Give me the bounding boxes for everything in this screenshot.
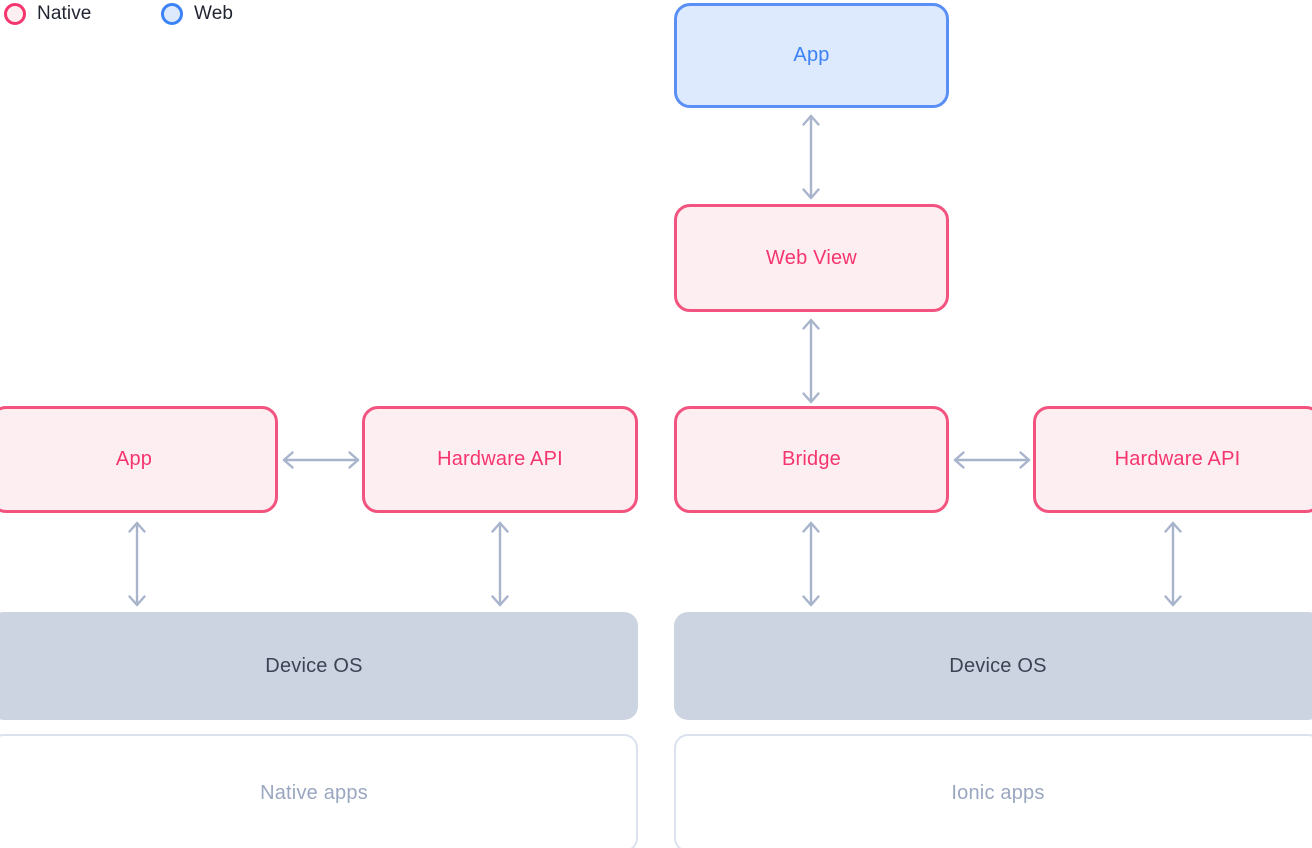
bridge-box: Bridge [674, 406, 949, 513]
native-hardware-api-box: Hardware API [362, 406, 638, 513]
connector-app-to-webview [797, 112, 825, 202]
native-app-box: App [0, 406, 278, 513]
ionic-hardware-api-label: Hardware API [1114, 448, 1241, 470]
native-hardware-api-label: Hardware API [437, 448, 563, 470]
web-view-label: Web View [766, 246, 857, 269]
ionic-device-os-box: Device OS [674, 612, 1312, 720]
ionic-apps-caption-label: Ionic apps [951, 781, 1045, 804]
legend-label-native: Native [37, 3, 92, 24]
native-app-label: App [115, 448, 153, 470]
connector-bridge-to-hardware-api [951, 446, 1033, 474]
connector-native-app-to-hardware-api [280, 446, 362, 474]
native-device-os-label: Device OS [265, 654, 363, 677]
ionic-app-label: App [793, 44, 830, 66]
ionic-app-box: App [674, 3, 949, 108]
ionic-hardware-api-box: Hardware API [1033, 406, 1312, 513]
connector-webview-to-bridge [797, 316, 825, 406]
native-device-os-box: Device OS [0, 612, 638, 720]
ionic-apps-caption-box: Ionic apps [674, 734, 1312, 848]
native-circle-icon [4, 3, 26, 25]
connector-bridge-to-device-os [797, 519, 825, 609]
native-apps-caption-box: Native apps [0, 734, 638, 848]
ionic-device-os-label: Device OS [949, 654, 1047, 677]
connector-native-hardware-api-to-device-os [486, 519, 514, 609]
native-apps-caption-label: Native apps [260, 781, 368, 804]
bridge-label: Bridge [781, 448, 841, 470]
legend-label-web: Web [194, 3, 234, 24]
web-circle-icon [161, 3, 183, 25]
connector-ionic-hardware-api-to-device-os [1159, 519, 1187, 609]
web-view-box: Web View [674, 204, 949, 312]
connector-native-app-to-device-os [123, 519, 151, 609]
legend-item-native: Native [4, 0, 91, 28]
legend-item-web: Web [161, 0, 233, 28]
